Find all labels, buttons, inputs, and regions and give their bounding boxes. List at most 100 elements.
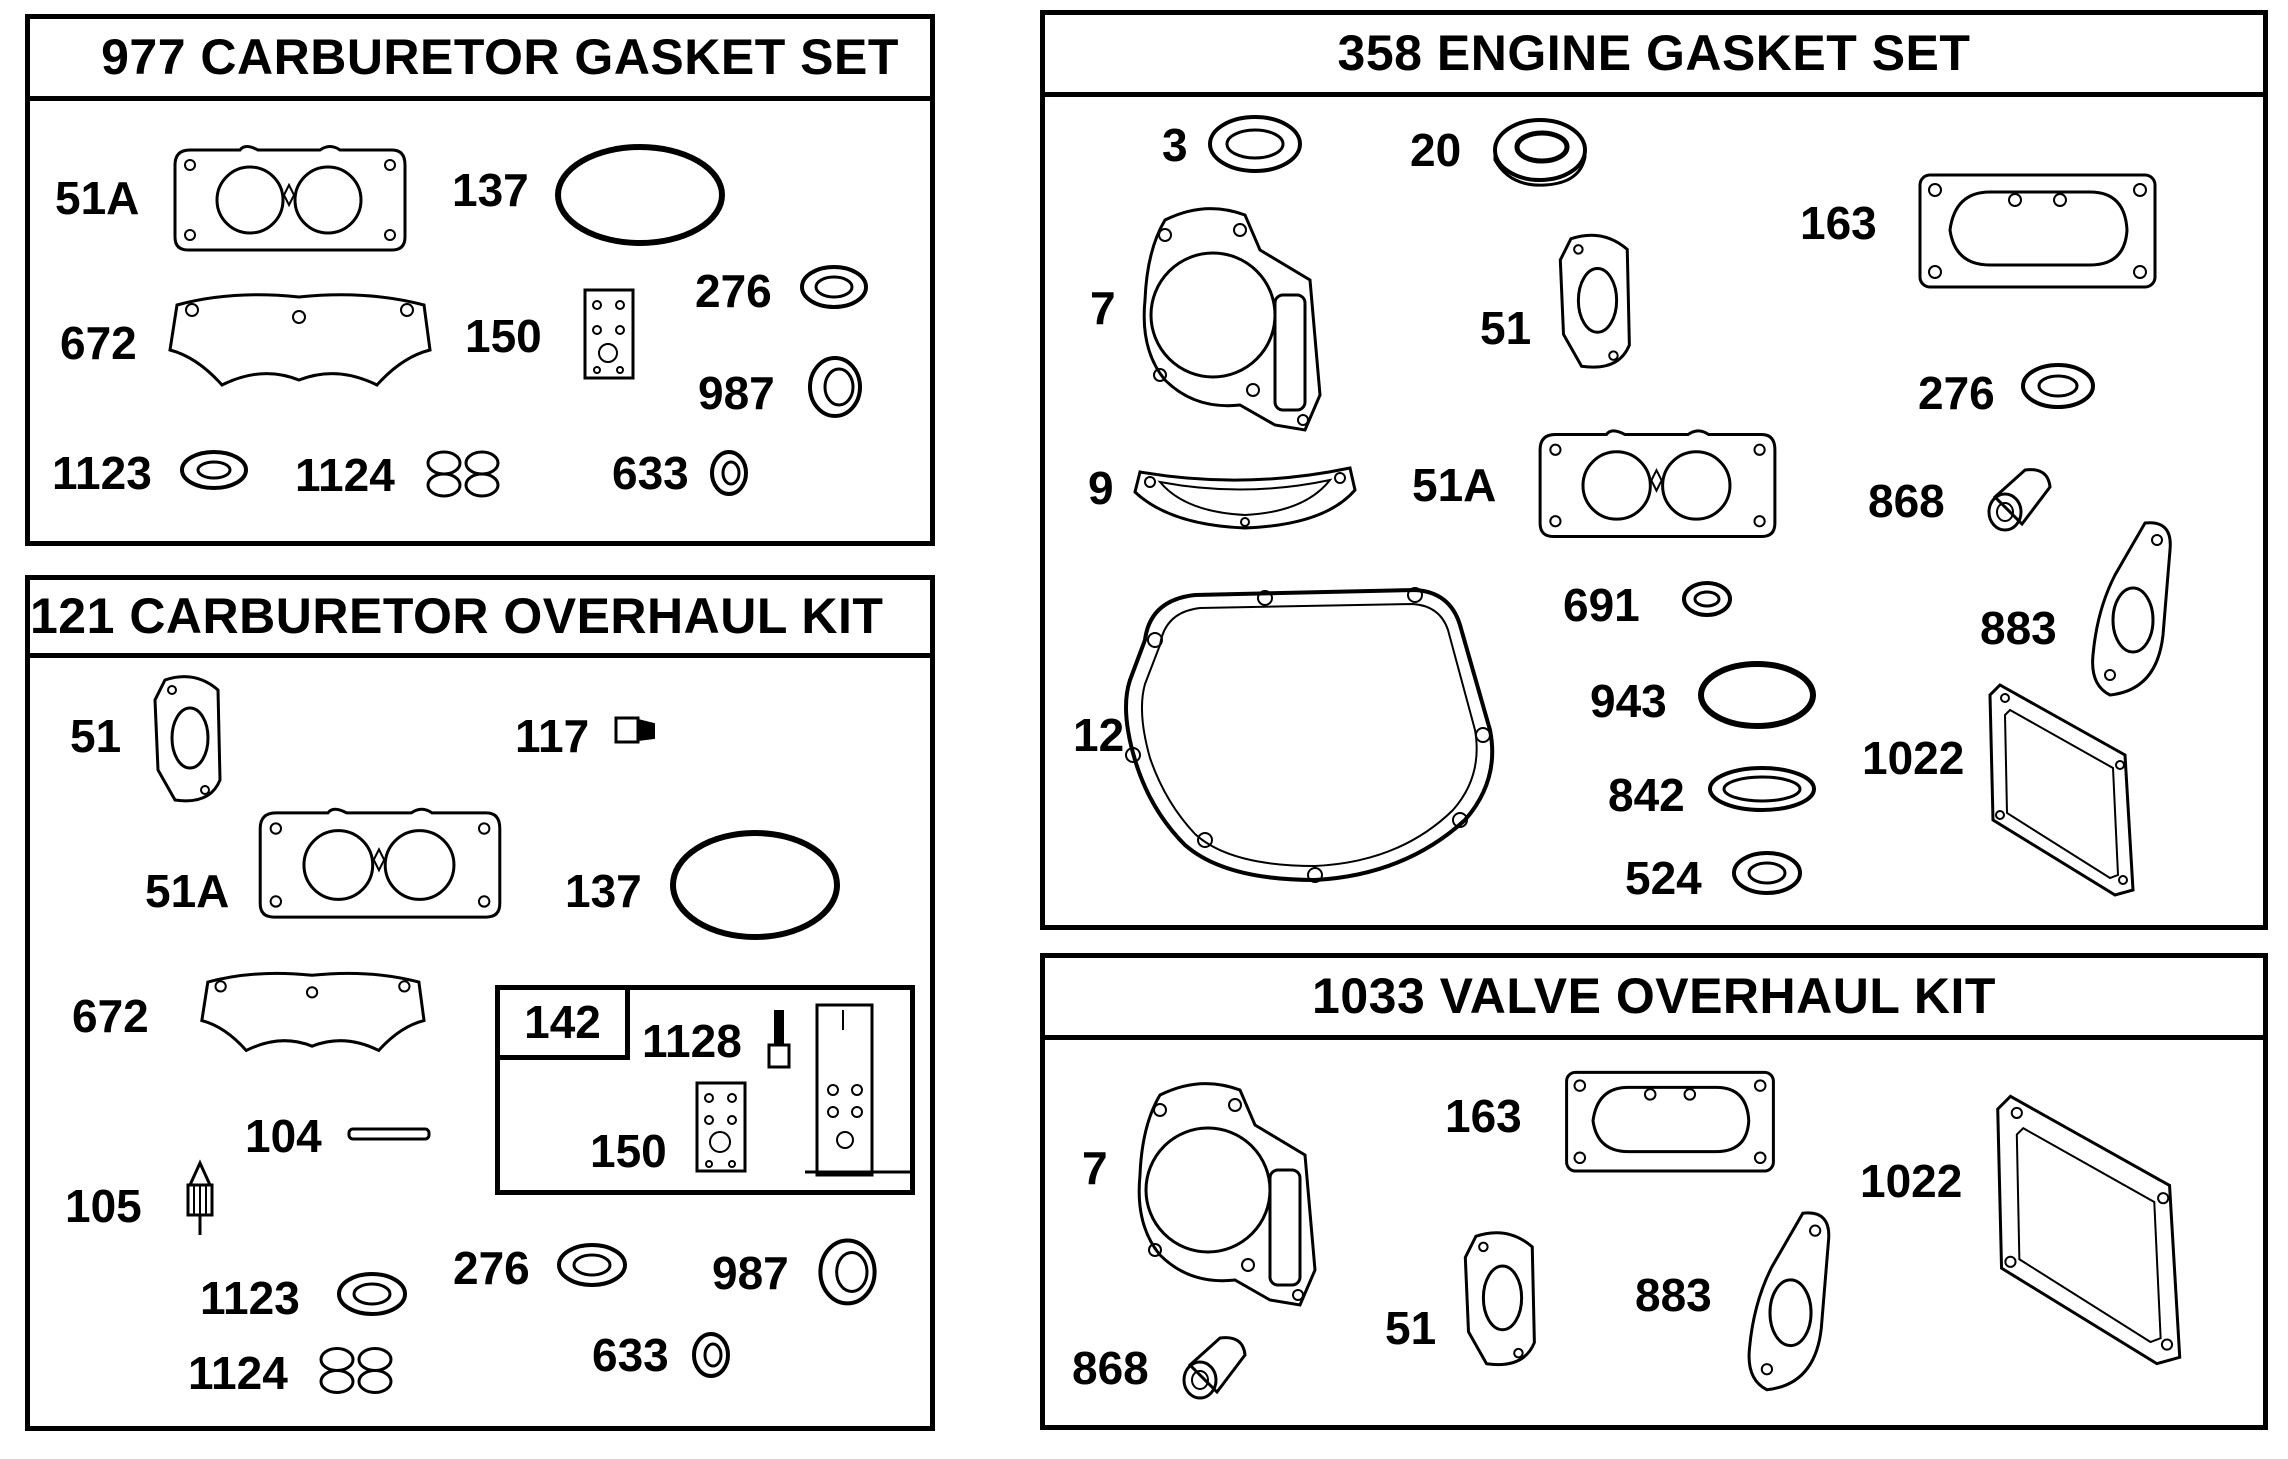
washer [1205, 112, 1305, 177]
part-label: 150 [465, 310, 542, 362]
part-label: 20 [1410, 124, 1462, 176]
part-label: 163 [1445, 1090, 1522, 1142]
part-label: 51A [145, 865, 230, 917]
breather-gasket [1560, 1068, 1780, 1178]
part-label: 1128 [642, 1015, 742, 1067]
float-bracket [805, 1000, 915, 1185]
part-label: 1022 [1860, 1155, 1963, 1207]
part-label: 943 [1590, 675, 1667, 727]
exhaust-gasket [1130, 460, 1360, 535]
clover-gasket [315, 1343, 405, 1398]
carburetor-flange-gasket [170, 145, 410, 255]
part-label: 137 [565, 865, 642, 917]
seal [805, 355, 865, 420]
flange-gasket [150, 670, 230, 810]
valve-overhaul-kit-panel: 1033 VALVE OVERHAUL KIT [1040, 953, 2268, 1430]
screw [610, 708, 660, 753]
part-label: 7 [1090, 282, 1116, 334]
part-label: 7 [1082, 1142, 1108, 1194]
cylinder-head-gasket [1130, 1075, 1330, 1315]
small-gasket-plate [580, 285, 640, 385]
carburetor-gasket-set-panel: 977 CARBURETOR GASKET SET [25, 14, 935, 546]
part-label: 524 [1625, 852, 1702, 904]
valve-cover-gasket [1990, 1090, 2190, 1370]
washer [1730, 848, 1805, 898]
part-label: 163 [1800, 197, 1877, 249]
inlet-needle [180, 1160, 220, 1240]
part-label: 868 [1072, 1342, 1149, 1394]
cylinder-head-gasket [1135, 200, 1335, 440]
valve-seal [1175, 1330, 1250, 1405]
part-label: 105 [65, 1180, 142, 1232]
part-label: 51 [1385, 1302, 1437, 1354]
part-label: 633 [612, 447, 689, 499]
engine-gasket-set-panel: 358 ENGINE GASKET SET [1040, 10, 2268, 930]
part-label: 987 [712, 1247, 789, 1299]
mounting-gasket [162, 285, 437, 395]
panel-title: 121 CARBURETOR OVERHAUL KIT [30, 580, 930, 658]
flange-gasket [1555, 225, 1640, 380]
part-label: 3 [1162, 119, 1188, 171]
part-label: 51 [70, 710, 122, 762]
part-label: 633 [592, 1329, 669, 1381]
mounting-gasket [195, 962, 430, 1062]
part-label: 51A [55, 172, 140, 224]
carburetor-flange-gasket [255, 800, 505, 930]
part-label: 150 [590, 1125, 667, 1177]
washer [1705, 762, 1820, 817]
small-seal [708, 448, 750, 498]
part-label: 1124 [188, 1347, 288, 1399]
small-seal [690, 1330, 732, 1380]
part-label: 9 [1088, 462, 1114, 514]
washer [1680, 578, 1735, 620]
o-ring [550, 140, 730, 250]
washer [178, 448, 250, 492]
part-label: 12 [1073, 709, 1125, 761]
carburetor-flange-gasket [1535, 428, 1780, 543]
crankcase-gasket [1115, 580, 1500, 890]
part-label: 1123 [52, 447, 152, 499]
part-label: 137 [452, 164, 529, 216]
clover-gasket [422, 448, 512, 500]
part-label: 117 [515, 710, 590, 762]
part-label: 276 [695, 265, 772, 317]
part-label: 276 [453, 1242, 530, 1294]
part-label: 691 [1563, 579, 1640, 631]
breather-gasket [1915, 170, 2160, 295]
o-ring [1695, 658, 1820, 733]
intake-gasket [1740, 1205, 1840, 1400]
pin-screw [765, 1010, 795, 1075]
subkit-number: 142 [500, 990, 630, 1060]
part-label: 868 [1868, 475, 1945, 527]
part-label: 1124 [295, 449, 395, 501]
washer [2018, 360, 2098, 412]
panel-title: 1033 VALVE OVERHAUL KIT [1045, 958, 2263, 1040]
valve-seal [1980, 462, 2055, 537]
part-label: 1123 [200, 1272, 300, 1324]
panel-title: 977 CARBURETOR GASKET SET [30, 19, 930, 101]
part-label: 104 [245, 1110, 322, 1162]
float-pin [345, 1125, 435, 1145]
part-label: 672 [72, 990, 149, 1042]
panel-title: 358 ENGINE GASKET SET [1045, 15, 2263, 97]
washer [798, 262, 870, 312]
float-bowl-subkit-box: 142 [495, 985, 915, 1195]
oil-seal [1490, 115, 1590, 190]
small-gasket-plate [692, 1078, 752, 1178]
valve-cover-gasket [1985, 680, 2140, 900]
intake-gasket [2085, 515, 2180, 705]
washer [335, 1270, 410, 1318]
seal [815, 1235, 880, 1310]
part-label: 883 [1635, 1269, 1712, 1321]
carburetor-overhaul-kit-panel: 121 CARBURETOR OVERHAUL KIT [25, 575, 935, 1431]
part-label: 883 [1980, 602, 2057, 654]
part-label: 51A [1412, 459, 1497, 511]
washer [555, 1240, 630, 1290]
part-label: 842 [1608, 769, 1685, 821]
part-label: 51 [1480, 302, 1532, 354]
o-ring [665, 825, 845, 945]
part-label: 672 [60, 317, 137, 369]
part-label: 276 [1918, 367, 1995, 419]
part-label: 1022 [1862, 732, 1965, 784]
